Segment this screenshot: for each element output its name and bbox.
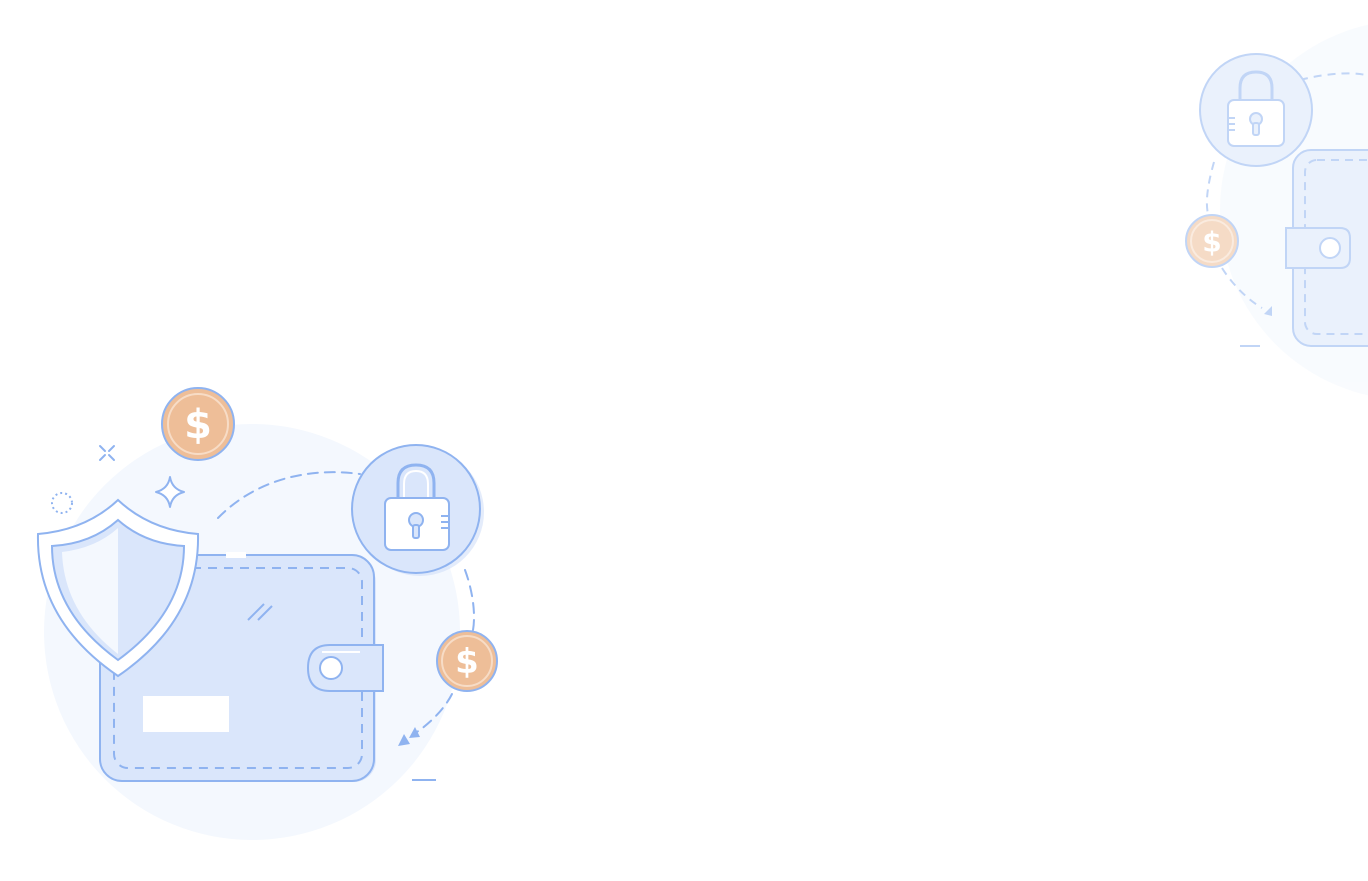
dotted-ring-icon [51, 492, 73, 514]
dashed-orbit-path-left [1205, 161, 1215, 215]
coin-symbol: $ [455, 642, 479, 682]
wallet-icon [1285, 149, 1368, 347]
wallet-security-illustration: $ $ [0, 370, 520, 850]
sparkle-icon [155, 476, 185, 508]
cross-sparkle-icon [99, 445, 115, 461]
dashed-orbit-path-lower [413, 693, 453, 735]
coin-icon: $ [1185, 214, 1239, 268]
dashed-orbit-path-lower [1221, 267, 1263, 309]
padlock-icon [351, 444, 484, 576]
wallet-icon [99, 552, 384, 782]
arrow-icon [398, 727, 420, 746]
padlock-icon [1199, 53, 1313, 167]
arrow-icon [1264, 306, 1272, 316]
coin-symbol: $ [1202, 226, 1221, 259]
dashed-orbit-path [1299, 72, 1368, 81]
coin-icon: $ [161, 387, 235, 461]
wallet-security-illustration-faded: $ [1170, 24, 1368, 400]
dashed-orbit-path [217, 471, 361, 519]
dashed-orbit-path-right [464, 569, 476, 641]
shield-icon [36, 498, 200, 678]
coin-symbol: $ [184, 402, 212, 448]
coin-icon: $ [436, 630, 498, 692]
